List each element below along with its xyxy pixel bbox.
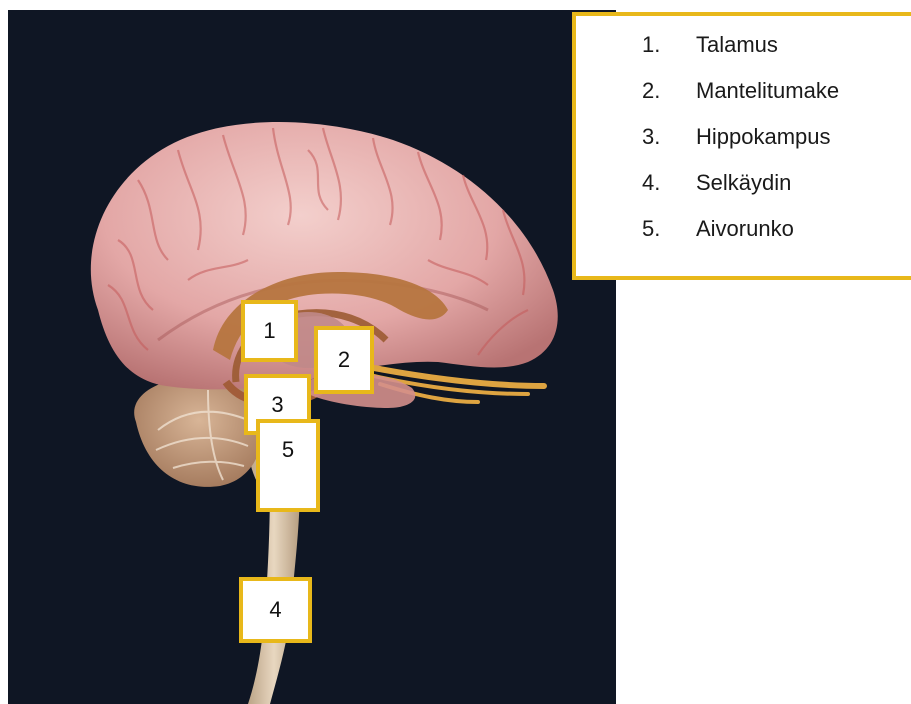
legend-item-label: Selkäydin <box>696 170 791 196</box>
legend-item-number: 3. <box>642 124 696 150</box>
legend-item-number: 5. <box>642 216 696 242</box>
marker-5-label: 5 <box>256 419 320 512</box>
legend-item-label: Talamus <box>696 32 778 58</box>
legend-list: 1. Talamus 2. Mantelitumake 3. Hippokamp… <box>576 16 911 262</box>
legend-item-number: 2. <box>642 78 696 104</box>
legend-item: 5. Aivorunko <box>642 216 911 262</box>
legend-item: 3. Hippokampus <box>642 124 911 170</box>
legend-item: 1. Talamus <box>642 32 911 78</box>
legend-item-number: 4. <box>642 170 696 196</box>
legend-item-number: 1. <box>642 32 696 58</box>
marker-4-label: 4 <box>239 577 312 643</box>
marker-1-label: 1 <box>241 300 298 362</box>
legend-item-label: Aivorunko <box>696 216 794 242</box>
legend-box: 1. Talamus 2. Mantelitumake 3. Hippokamp… <box>572 12 911 280</box>
legend-item-label: Mantelitumake <box>696 78 839 104</box>
brain-illustration <box>8 10 616 704</box>
legend-item: 4. Selkäydin <box>642 170 911 216</box>
legend-item-label: Hippokampus <box>696 124 831 150</box>
brain-figure <box>8 10 616 704</box>
legend-item: 2. Mantelitumake <box>642 78 911 124</box>
marker-2-label: 2 <box>314 326 374 394</box>
